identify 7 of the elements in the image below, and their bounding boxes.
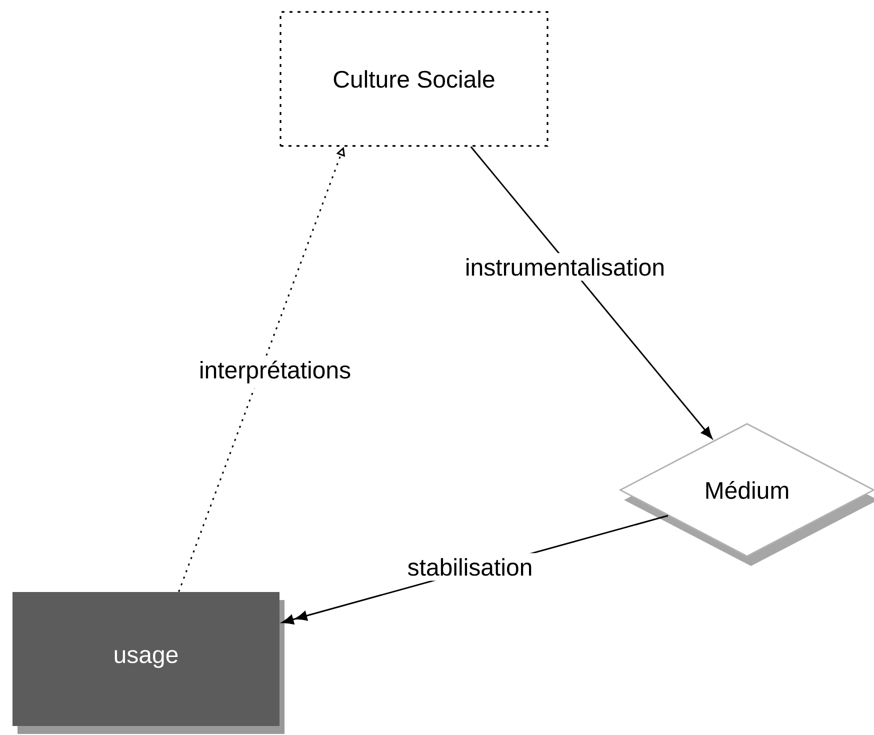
edge-label: instrumentalisation: [460, 253, 670, 281]
edge-label: stabilisation: [402, 553, 538, 581]
dotted-box: Culture Sociale: [280, 11, 548, 147]
process-box: usage: [12, 592, 284, 734]
edge-label: interprétations: [194, 356, 356, 388]
arrow: [470, 146, 712, 439]
node-label: Médium: [706, 481, 788, 499]
